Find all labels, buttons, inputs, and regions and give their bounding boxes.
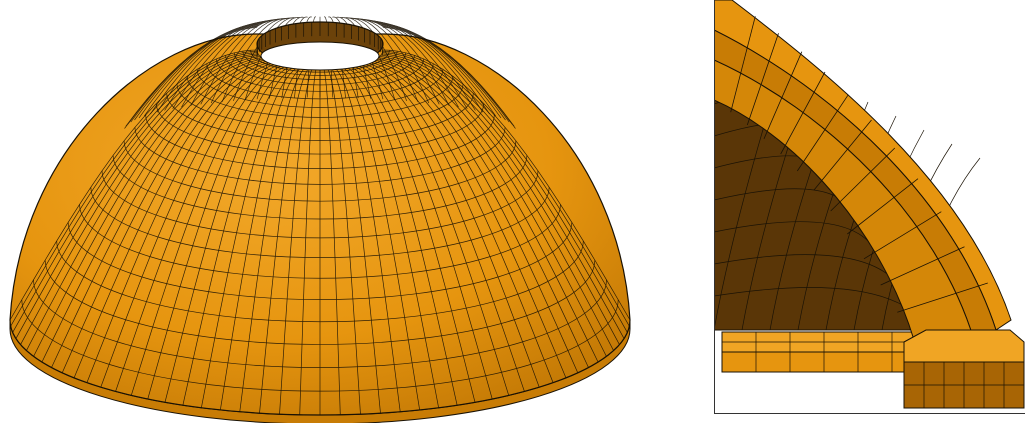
mesh-meridian (73, 61, 271, 378)
mesh-meridian-back (200, 18, 282, 105)
shell-cross-line (897, 282, 988, 313)
mesh-meridian (15, 53, 259, 339)
mesh-meridian (381, 53, 625, 339)
shell-cross-line (880, 246, 965, 286)
mesh-meridian (51, 59, 266, 368)
shell-cross-line (830, 147, 896, 212)
mesh-meridian (33, 57, 262, 357)
mesh-meridian (61, 60, 268, 373)
mesh-meridian (336, 69, 401, 412)
dome-mesh-view (9, 16, 631, 423)
mesh-meridian (164, 67, 289, 403)
mesh-meridian (115, 64, 279, 392)
mesh-meridian (376, 58, 599, 363)
mesh-meridian (354, 66, 493, 400)
mesh-meridian (10, 50, 258, 327)
mesh-meridian (331, 69, 381, 414)
shell-cross-line (813, 119, 872, 191)
mesh-meridian (378, 57, 607, 357)
mesh-meridian (361, 64, 525, 392)
mesh-meridian (182, 67, 293, 406)
mesh-meridian (239, 69, 304, 412)
mesh-meridian (374, 59, 589, 368)
mesh-meridian (382, 49, 631, 321)
mesh-meridian (259, 69, 309, 414)
mesh-meridian (351, 67, 476, 403)
mesh-meridian (86, 62, 273, 383)
mesh-meridian (220, 68, 300, 411)
mesh-meridian (147, 66, 286, 400)
mesh-meridian-back (190, 19, 279, 106)
section-detail-view (714, 0, 1025, 409)
dome-mesh-lines (9, 49, 631, 416)
mesh-meridian (299, 69, 317, 415)
shell-mesh-lines (730, 16, 988, 313)
mesh-meridian (382, 50, 630, 327)
footing-top (903, 329, 1025, 363)
shell-cross-line (746, 33, 779, 126)
mesh-meridian (201, 68, 297, 408)
shell-cross-line (763, 51, 803, 139)
section-detail-mesh (714, 0, 1025, 409)
mesh-meridian (372, 60, 579, 373)
mesh-meridian-back (382, 26, 515, 127)
mesh-meridian-back (221, 17, 289, 103)
oculus-opening (260, 41, 380, 71)
mesh-meridian (343, 68, 439, 408)
mesh-meridian (367, 62, 554, 383)
mesh-meridian-back (382, 26, 516, 129)
mesh-meridian-back (210, 18, 286, 104)
shell-cross-line (796, 94, 849, 172)
mesh-meridian (347, 67, 458, 406)
mesh-meridian (340, 68, 420, 411)
shell-cross-line (863, 211, 942, 260)
shell-cross-line (780, 71, 826, 155)
shell-cross-line (730, 16, 756, 113)
mesh-meridian (323, 69, 341, 415)
mesh-meridian (41, 58, 264, 363)
mesh-meridian (20, 54, 260, 345)
mesh-meridian (369, 61, 567, 378)
dome-surface (9, 16, 631, 423)
shell-cross-line (847, 178, 919, 235)
base-ring-side (721, 351, 905, 373)
mesh-meridian (9, 49, 258, 321)
mesh-meridian (380, 54, 620, 345)
